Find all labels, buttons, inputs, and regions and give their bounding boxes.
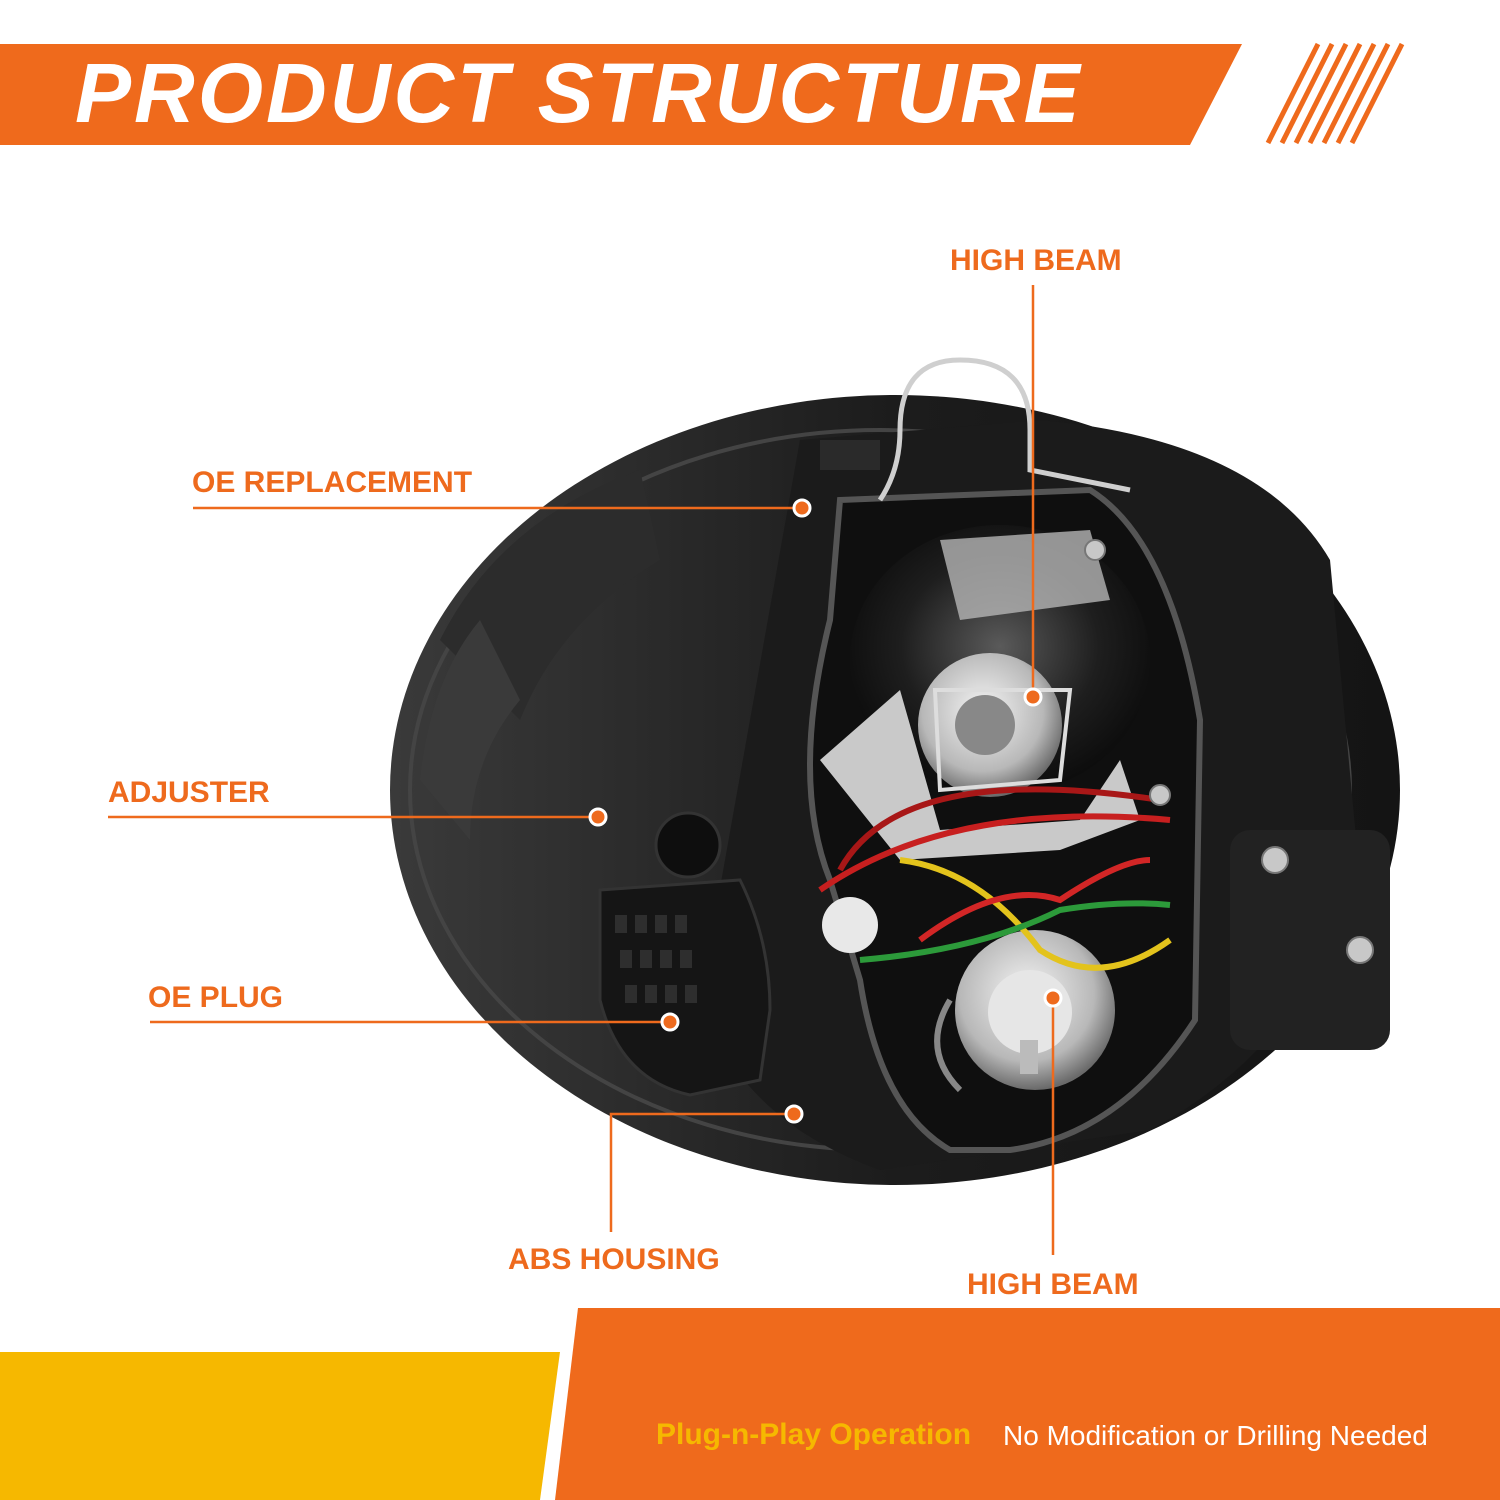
wiring xyxy=(818,786,1172,1093)
oe-plug-connector xyxy=(598,811,772,1097)
retaining-clip xyxy=(877,357,1131,502)
footer-banner xyxy=(0,1308,1500,1500)
label-oe-plug: OE PLUG xyxy=(148,981,284,1014)
footer-feature-note: No Modification or Drilling Needed xyxy=(1003,1420,1428,1451)
marker-adjuster xyxy=(588,807,608,827)
marker-high-beam-bottom xyxy=(1043,988,1063,1008)
label-oe-replacement: OE REPLACEMENT xyxy=(192,466,473,499)
screws xyxy=(1084,539,1374,964)
marker-oe-plug xyxy=(660,1012,680,1032)
high-beam-socket-top xyxy=(918,653,1073,797)
stripes-decoration xyxy=(1265,42,1405,145)
footer-feature-label: Plug-n-Play Operation xyxy=(656,1418,972,1451)
marker-abs-housing xyxy=(784,1104,804,1124)
label-high-beam-bottom: HIGH BEAM xyxy=(967,1268,1139,1301)
marker-oe-replacement xyxy=(792,498,812,518)
page-title: PRODUCT STRUCTURE xyxy=(75,46,1083,140)
marker-high-beam-top xyxy=(1023,687,1043,707)
label-abs-housing: ABS HOUSING xyxy=(508,1243,720,1276)
label-high-beam-top: HIGH BEAM xyxy=(950,244,1122,277)
header-banner xyxy=(0,42,1405,145)
label-adjuster: ADJUSTER xyxy=(108,776,270,809)
